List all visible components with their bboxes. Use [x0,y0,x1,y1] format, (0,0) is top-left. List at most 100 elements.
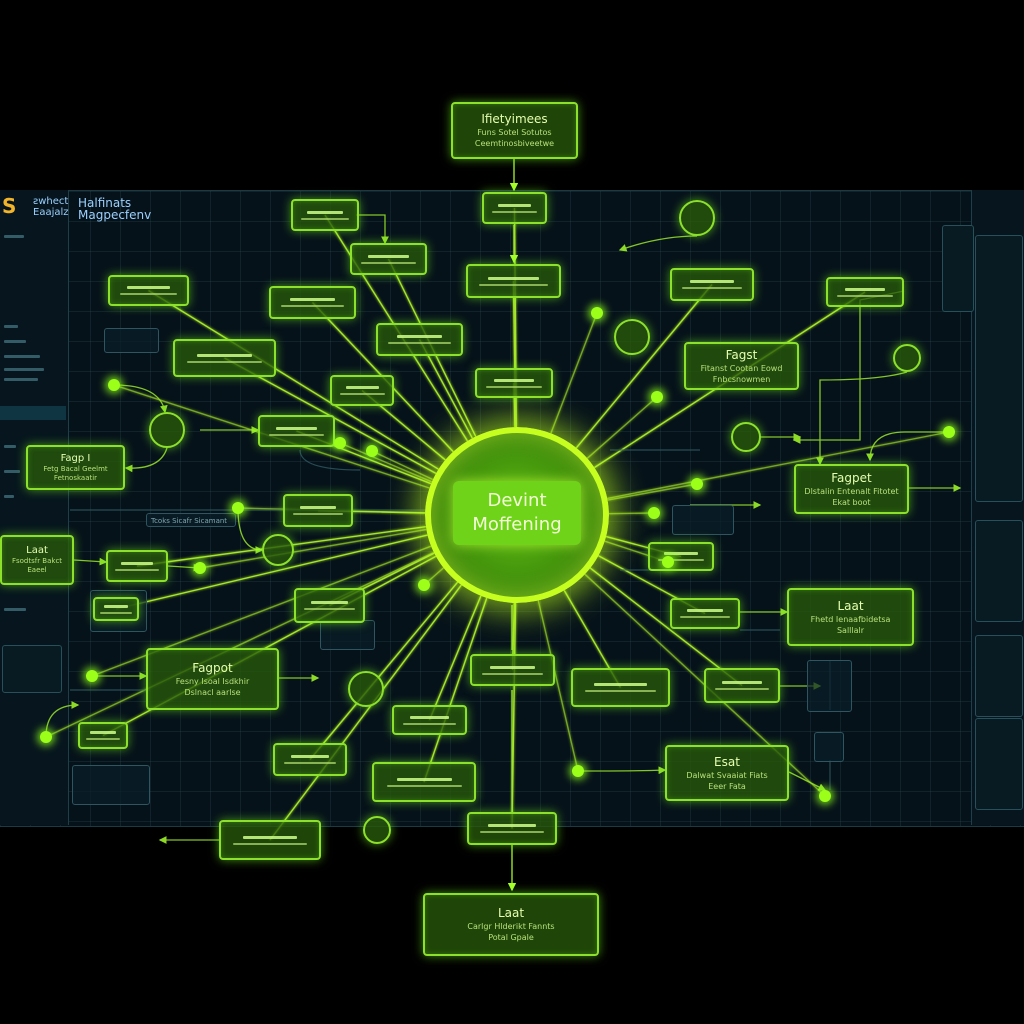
flow-node[interactable] [350,243,427,275]
flow-node[interactable] [670,268,754,301]
edge-connector [866,431,949,462]
edge-connector [356,214,389,245]
edge-connector [578,766,667,775]
flow-node[interactable] [283,494,353,527]
node-right-d[interactable]: Esat Dalwat Svaaiat Fiats Eeer Fata [665,745,789,801]
connector-note: Tcoks Sicafr Sicamant [151,517,228,525]
flow-node[interactable] [273,743,347,776]
edge-connector [73,557,108,566]
ray-connector [199,528,427,569]
flow-node[interactable] [392,705,467,735]
core-label: Devint Moffening [453,481,581,545]
flow-node[interactable] [219,820,321,860]
edge-connector [237,507,264,554]
flow-node[interactable] [475,368,553,398]
flow-node[interactable] [571,668,670,707]
edge-connector [788,771,827,791]
signal-dot [662,556,674,568]
node-left-c[interactable]: Laat Fsodtsfr Bakct Eaeel [0,535,74,585]
ray-connector [586,396,658,459]
flow-circle-node[interactable] [731,422,761,452]
ray-connector [339,442,433,483]
flow-node[interactable] [108,275,189,306]
flow-circle-node[interactable] [262,534,294,566]
aux-panel [72,765,150,805]
aux-panel [672,505,734,535]
signal-dot [86,670,98,682]
ray-connector [608,512,655,515]
node-right-a[interactable]: Fagpet Dlstalin Entenalt Fitotet Ekat bo… [794,464,909,514]
node-bottom[interactable]: Laat Carlgr Hlderikt Fannts Potal Gpale [423,893,599,956]
node-left-b[interactable]: Fagpot Fesny Isoal Isdkhir Dslnacl aarls… [146,648,279,710]
signal-dot [418,579,430,591]
signal-dot [651,391,663,403]
flow-node[interactable] [173,339,276,377]
edge-connector [113,384,168,414]
ray-connector [607,431,950,500]
flow-node[interactable] [258,415,335,447]
right-sidebar [942,190,1024,825]
signal-dot [334,437,346,449]
aux-panel [814,732,844,762]
signal-dot [943,426,955,438]
signal-dot [108,379,120,391]
edge-connector [618,235,698,252]
node-right-b[interactable]: Laat Fhetd Ienaafbidetsa Salllalr [787,588,914,646]
edge-connector [816,371,908,466]
ray-connector [309,581,459,760]
signal-dot [366,445,378,457]
ray-connector [550,312,598,434]
signal-dot [194,562,206,574]
signal-dot [691,478,703,490]
edge-connector [45,701,80,738]
flow-node[interactable] [466,264,561,298]
flow-node[interactable] [78,722,128,749]
node-left-a[interactable]: Fagp I Fetg Bacal Geelmt Fetnoskaatir [26,445,125,490]
flow-node[interactable] [376,323,463,356]
signal-dot [572,765,584,777]
ray-connector [589,567,743,687]
flow-node[interactable] [704,668,780,703]
flow-node[interactable] [372,762,476,802]
flow-circle-node[interactable] [893,344,921,372]
flow-node[interactable] [294,588,365,623]
flow-node[interactable] [470,654,555,686]
node-top[interactable]: Ifietyimees Funs Sotel Sotutos Ceemtinos… [451,102,578,159]
flow-node[interactable] [648,542,714,571]
aux-panel: Tcoks Sicafr Sicamant [146,513,236,527]
flow-node[interactable] [467,812,557,845]
flow-node[interactable] [93,597,139,621]
flow-node[interactable] [482,192,547,224]
flow-circle-node[interactable] [614,319,650,355]
ray-connector [115,534,428,610]
flow-node[interactable] [269,286,356,319]
edge-connector [792,290,905,444]
signal-dot [40,731,52,743]
flow-circle-node[interactable] [149,412,185,448]
flow-node[interactable] [291,199,359,231]
flow-circle-node[interactable] [363,816,391,844]
flow-circle-node[interactable] [348,671,384,707]
node-right-c[interactable]: Fagst Fitanst Cootan Eowd Fnbcsnowmen [684,342,799,390]
aux-panel [807,660,852,712]
edge-connector [124,447,168,473]
flow-circle-node[interactable] [679,200,715,236]
ray-connector [45,551,435,738]
ray-connector [428,595,482,721]
flow-node[interactable] [826,277,904,307]
flow-node[interactable] [670,598,740,629]
flow-node[interactable] [106,550,168,582]
flow-node[interactable] [330,375,394,406]
signal-dot [819,790,831,802]
left-sidebar [0,190,69,825]
aux-panel [320,620,375,650]
ray-connector [607,483,698,501]
ray-connector [575,284,713,449]
ray-connector [423,597,488,783]
app-logo: S [2,194,17,218]
ray-connector [512,280,517,428]
ray-connector [148,289,439,470]
signal-dot [232,502,244,514]
